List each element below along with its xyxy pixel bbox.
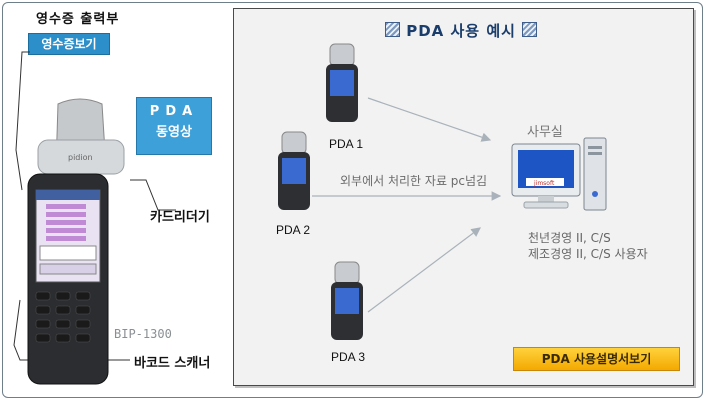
barcode-scanner-label: 바코드 스캐너	[134, 356, 211, 371]
users-label: 천년경영 II, C/S 제조경영 II, C/S 사용자	[528, 230, 648, 262]
pda3-device	[331, 261, 363, 340]
users-line2: 제조경영 II, C/S 사용자	[528, 247, 648, 261]
office-computer: jimsoft	[511, 137, 607, 211]
pda-device-large: pidion	[27, 98, 125, 385]
transfer-label: 외부에서 처리한 자료 pc넘김	[340, 174, 488, 188]
hatched-square-icon	[385, 22, 400, 37]
device-brand-text: pidion	[68, 153, 93, 162]
panel-title: PDA 사용 예시	[385, 20, 538, 41]
office-label: 사무실	[527, 125, 563, 140]
pda-video-line1: PDA	[149, 104, 199, 119]
receipt-view-button[interactable]: 영수증보기	[28, 33, 110, 55]
pda1-device	[326, 43, 358, 122]
monitor-logo-text: jimsoft	[533, 180, 555, 187]
receipt-printer-label: 영수증 출력부	[36, 12, 120, 27]
users-line1: 천년경영 II, C/S	[528, 231, 611, 245]
pda2-label: PDA 2	[276, 223, 311, 237]
arrow-pda3	[367, 227, 481, 313]
pda1-label: PDA 1	[329, 137, 364, 151]
card-reader-label: 카드리더기	[150, 210, 210, 225]
model-label: BIP-1300	[114, 327, 172, 341]
pda-video-line2: 동영상	[156, 125, 192, 140]
hatched-square-icon	[522, 22, 538, 37]
panel-title-text: PDA 사용 예시	[406, 22, 516, 40]
pda-manual-button[interactable]: PDA 사용설명서보기	[513, 347, 680, 371]
pda-video-button[interactable]: PDA 동영상	[136, 97, 212, 155]
pda3-label: PDA 3	[331, 350, 366, 364]
cardreader-callout-line	[130, 179, 176, 211]
receipt-callout-line	[15, 51, 30, 191]
arrow-pda1	[367, 97, 492, 142]
pda2-device	[278, 131, 310, 210]
